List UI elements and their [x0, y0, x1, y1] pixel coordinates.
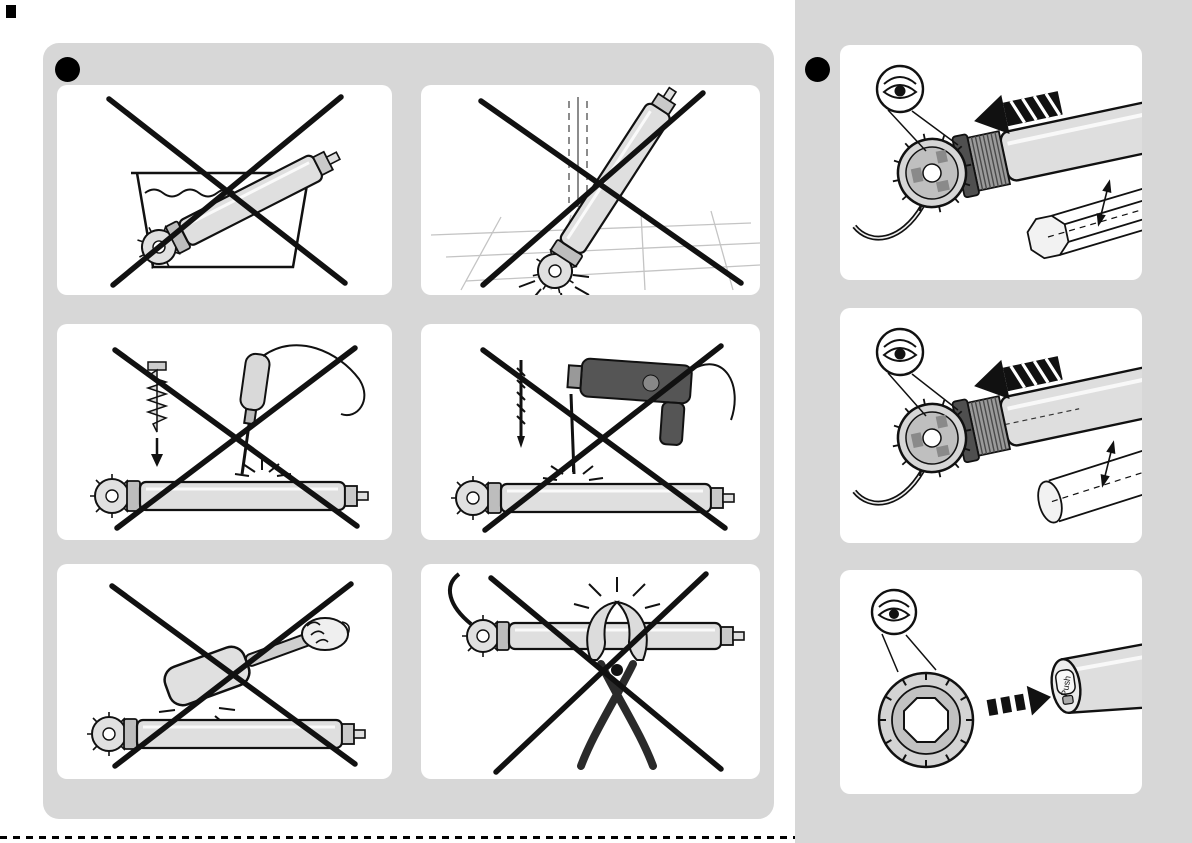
prohibition-x-mark — [488, 571, 724, 775]
spark-lines — [542, 460, 604, 481]
do-not-hammer-illustration — [87, 581, 366, 769]
prohibition-x-mark — [478, 90, 744, 288]
eye-pointer-lines — [881, 633, 937, 673]
plumb-lines — [568, 97, 588, 207]
do-not-screw-illustration — [90, 344, 369, 531]
push-label: Push — [1059, 675, 1072, 697]
prohibition-x-mark — [109, 581, 358, 769]
section-badge-icon — [55, 57, 80, 82]
eye-pointer-lines — [887, 109, 959, 152]
prohibition-x-mark — [112, 345, 360, 531]
bottom-perforation-line — [0, 836, 1192, 839]
prohibition-x-mark — [106, 94, 348, 288]
round-tube — [1037, 446, 1142, 524]
card-do-not-crush — [421, 564, 760, 779]
drill-bit-spare — [516, 360, 526, 448]
motor-illustration — [532, 86, 678, 294]
eye-icon — [875, 64, 925, 114]
mallet — [163, 617, 350, 707]
eye-pointer-lines — [887, 372, 959, 417]
drive-wheel — [877, 671, 975, 769]
slide-arrow — [974, 91, 1063, 135]
do-not-crush-illustration — [448, 571, 745, 775]
assembly-panel: Push — [795, 0, 1192, 843]
print-registration-mark — [6, 5, 16, 18]
insert-octagonal-tube-illustration — [852, 64, 1142, 260]
hand — [301, 617, 350, 651]
prohibitions-panel — [43, 43, 774, 819]
card-do-not-drop — [421, 85, 760, 295]
motor-cable — [448, 572, 473, 626]
drill — [566, 357, 736, 475]
octagonal-tube — [1026, 186, 1142, 260]
spark-lines — [573, 577, 661, 609]
card-do-not-screw — [57, 324, 392, 540]
card-do-not-hammer — [57, 564, 392, 779]
motor-illustration — [137, 150, 341, 269]
card-fit-drive-wheel: Push — [840, 570, 1142, 794]
push-direction-arrow — [986, 685, 1052, 716]
screwdriver — [239, 344, 366, 475]
motor-end: Push — [1050, 632, 1142, 715]
motor-illustration — [451, 476, 735, 520]
motor-illustration — [87, 712, 366, 756]
screw — [145, 361, 169, 467]
do-not-drop-illustration — [430, 86, 760, 295]
do-not-drill-illustration — [451, 343, 736, 533]
motor-illustration — [90, 474, 369, 518]
motor-illustration — [462, 615, 745, 657]
slide-arrow — [974, 356, 1063, 400]
motor-with-crown — [852, 350, 1142, 506]
card-do-not-drill — [421, 324, 760, 540]
insert-direction-arrow — [1096, 179, 1112, 227]
card-insert-into-octagonal-tube — [840, 45, 1142, 280]
impact-lines — [518, 274, 590, 295]
card-insert-into-round-tube — [840, 308, 1142, 543]
eye-icon — [875, 327, 925, 377]
prohibition-x-mark — [480, 343, 728, 533]
card-do-not-immerse-in-water — [57, 85, 392, 295]
do-not-immerse-illustration — [106, 94, 348, 288]
fit-drive-wheel-illustration: Push — [870, 588, 1142, 769]
eye-icon — [870, 588, 918, 636]
motor-with-crown — [852, 85, 1142, 241]
section-badge-icon — [805, 57, 830, 82]
insert-direction-arrow — [1100, 440, 1116, 488]
insert-round-tube-illustration — [852, 327, 1142, 524]
